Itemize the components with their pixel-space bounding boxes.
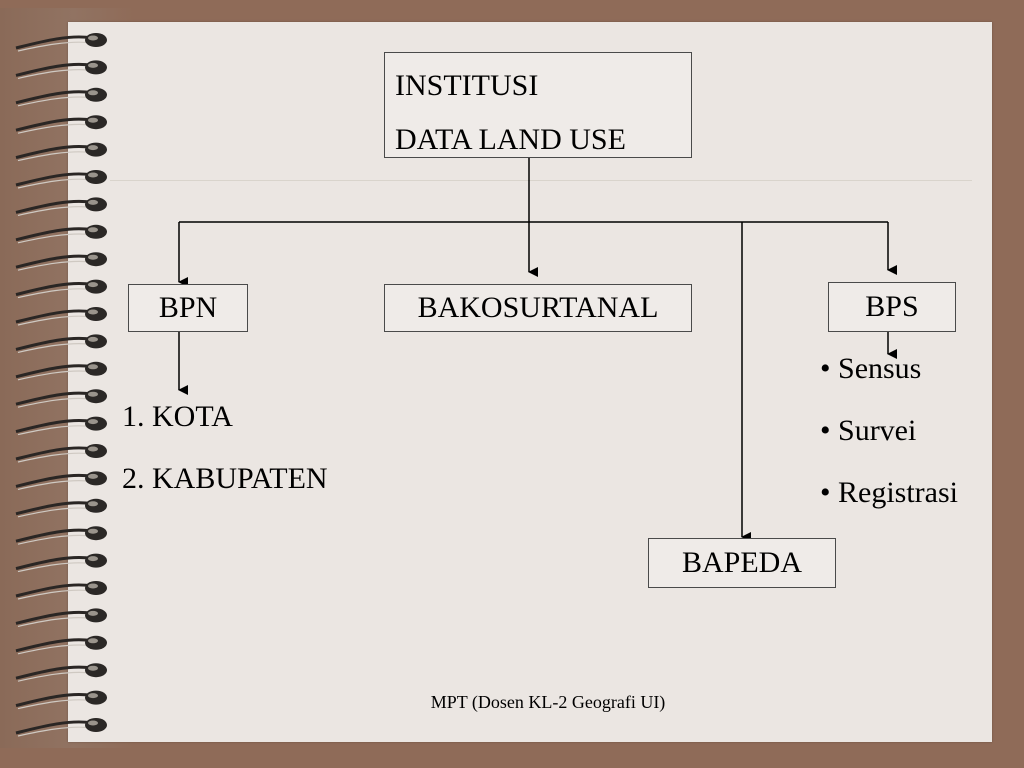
bps-list-item-registrasi: • Registrasi xyxy=(820,476,958,509)
spiral-ring xyxy=(15,361,107,381)
spiral-ring xyxy=(15,279,107,299)
spiral-ring xyxy=(15,471,107,490)
spiral-ring xyxy=(15,33,107,52)
bakosurtanal-label: BAKOSURTANAL xyxy=(417,291,659,324)
spiral-ring xyxy=(15,87,107,107)
spiral-ring xyxy=(15,142,107,162)
root-box: INSTITUSI DATA LAND USE xyxy=(384,52,692,158)
spiral-ring xyxy=(15,115,107,134)
spiral-ring xyxy=(15,526,107,545)
bpn-list-item-kabupaten: 2. KABUPATEN xyxy=(122,462,328,495)
spiral-ring xyxy=(15,718,107,737)
spiral-binding xyxy=(15,33,107,737)
bps-box: BPS xyxy=(828,282,956,332)
spiral-ring xyxy=(15,416,107,436)
spiral-ring xyxy=(15,608,107,627)
spiral-ring xyxy=(15,60,107,79)
bps-label: BPS xyxy=(865,290,919,323)
footer-text: MPT (Dosen KL-2 Geografi UI) xyxy=(430,692,666,712)
bakosurtanal-box: BAKOSURTANAL xyxy=(384,284,692,332)
spiral-ring xyxy=(15,389,107,408)
bapeda-label: BAPEDA xyxy=(681,546,802,579)
bps-list-item-sensus: • Sensus xyxy=(820,352,922,385)
spiral-ring xyxy=(15,197,107,216)
divider-line xyxy=(110,180,972,181)
bpn-box: BPN xyxy=(128,284,248,332)
spiral-ring xyxy=(15,635,107,655)
root-title-line1: INSTITUSI xyxy=(395,69,539,102)
spiral-ring xyxy=(15,334,107,353)
spiral-ring xyxy=(15,690,107,710)
spiral-ring xyxy=(15,553,107,573)
spiral-ring xyxy=(15,581,107,600)
spiral-ring xyxy=(15,170,107,189)
bps-list-item-survei: • Survei xyxy=(820,414,917,447)
root-title-line2: DATA LAND USE xyxy=(395,123,626,156)
spiral-ring xyxy=(15,444,107,463)
spiral-ring xyxy=(15,663,107,682)
bpn-label: BPN xyxy=(158,291,218,324)
spiral-ring xyxy=(15,307,107,326)
spiral-ring xyxy=(15,252,107,271)
bpn-list-item-kota: 1. KOTA xyxy=(122,400,233,433)
bapeda-box: BAPEDA xyxy=(648,538,836,588)
spiral-ring xyxy=(15,224,107,244)
spiral-ring xyxy=(15,498,107,518)
